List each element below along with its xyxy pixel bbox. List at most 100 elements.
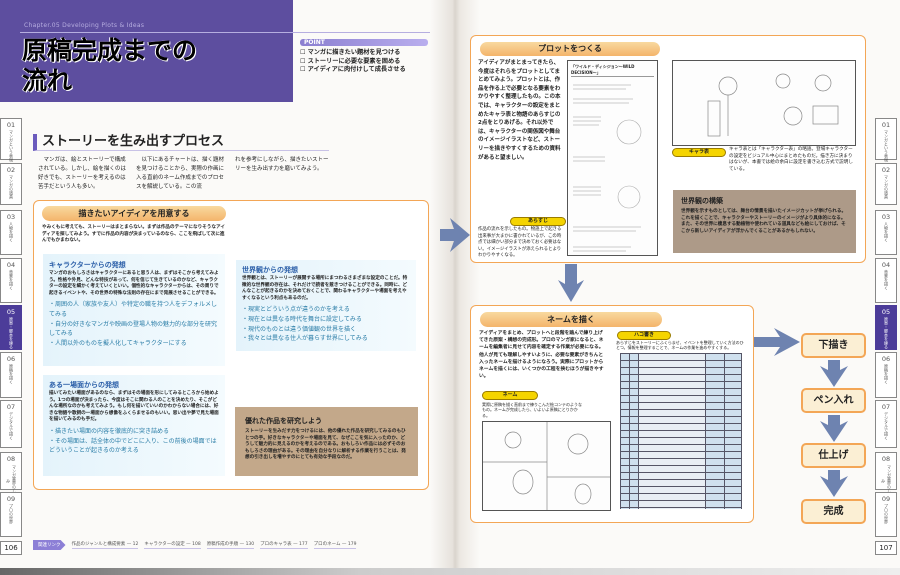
scene-idea-body: 描いてみたい場面があるのなら、まずはその場面を形にしてみるところから始めよう。1… [49,391,219,423]
page-title: 原稿完成までの流れ [22,36,197,96]
hako-table-cell [639,459,705,465]
hako-table-cell [621,508,629,509]
hako-table-cell [725,431,741,437]
hako-table-cell [725,494,741,500]
down-arrow-icon [820,470,848,497]
hako-table-cell [630,459,638,465]
hako-table-cell [706,382,724,388]
hako-table-cell [630,396,638,402]
chapter-tab-number: 02 [6,166,16,174]
hako-table-cell [725,480,741,486]
scene-idea-box: ある一場面からの発想 描いてみたい場面があるのなら、まずはその場面を形にしてみる… [43,375,225,476]
hako-table-cell [621,445,629,451]
hako-caption: あらすじをストーリーにふくらませ、イベントを整理していく方法のひとつ。情報を整理… [616,340,744,351]
hako-table-cell [621,403,629,409]
intro-col-1: マンガは、絵とストーリーで構成されている。しかし、絵を描くのは好きでも、ストーリ… [38,157,126,190]
chapter-tab-number: 04 [881,261,891,269]
hako-table-cell [630,508,638,509]
chapter-header-band: Chapter.05 Developing Plots & Ideas 原稿完成… [0,0,430,102]
related-link[interactable]: キャラクターの設定 — 108 [144,542,201,549]
hako-table-cell [706,501,724,507]
hako-table-cell [621,459,629,465]
plot-document-lines [573,84,642,252]
hako-table-cell [725,368,741,374]
hako-table-image [620,353,742,509]
hako-table-cell [725,487,741,493]
hako-table-cell [706,445,724,451]
hako-table-cell [621,480,629,486]
hako-table-cell [706,410,724,416]
hako-table-cell [630,403,638,409]
hako-table-cell [630,368,638,374]
hako-table-cell [621,473,629,479]
section-heading: ストーリーを生み出すプロセス [33,134,329,151]
hako-table-cell [706,368,724,374]
hako-table-cell [630,473,638,479]
chapter-tab-number: 01 [6,121,16,129]
chapter-tab-number: 06 [881,355,891,363]
chapter-tab-number: 05 [881,308,891,316]
hako-table-cell [621,452,629,458]
synopsis-caption: 作品の流れを示したもの。物語上で起きる出来事が大まかに書かれているが、この時点で… [478,227,562,259]
point-item: ストーリーに必要な要素を固める [300,58,400,65]
hako-table-cell [621,417,629,423]
plot-body: アイディアがまとまってきたら、今度はそれらをプロットとしてまとめてみよう。プロッ… [478,60,561,161]
study-tip-title: 優れた作品を研究しよう [245,417,322,425]
hako-table-cell [725,396,741,402]
hako-table-cell [725,501,741,507]
hako-table-cell [621,368,629,374]
hako-table-cell [630,452,638,458]
hako-table-cell [639,375,705,381]
hako-table-cell [639,389,705,395]
chapter-tab-number: 04 [6,261,16,269]
related-link[interactable]: プロのネーム — 179 [313,542,357,549]
hako-table-cell [706,375,724,381]
chara-sheet-label: キャラ表 [672,148,726,157]
scene-idea-title: ある一場面からの発想 [49,381,119,389]
intro-col-2: 以下にあるチャートは、描く題材を見つけることから、実際の作画に入る直前のネーム作… [136,157,225,190]
hako-table-cell [630,445,638,451]
hako-table-cell [725,466,741,472]
storyboard-sketch [483,422,610,510]
related-links: 関連リンク 作品のジャンルと構成要素 — 12 キャラクターの設定 — 108 … [33,540,357,550]
hako-table-cell [725,438,741,444]
hako-table-cell [621,466,629,472]
related-link[interactable]: 原稿作成の手順 — 130 [206,542,255,549]
flow-step-finishing: 仕上げ [801,443,866,468]
hako-table-cell [706,494,724,500]
hako-table-cell [706,389,724,395]
hako-table-cell [639,382,705,388]
related-link[interactable]: プロのキャラ表 — 177 [260,542,308,549]
name-panel-title: ネームを描く [480,312,662,327]
hako-table-cell [630,382,638,388]
hako-table-cell [621,438,629,444]
hako-table-cell [706,459,724,465]
related-link[interactable]: 作品のジャンルと構成要素 — 12 [71,542,139,549]
title-line-1: 原稿完成までの [22,36,198,65]
chapter-tab-label: デジタルで描く [9,412,14,440]
chapter-tab-label: プロの世界 [9,504,14,524]
study-tip-body: ストーリーを生みだす力をつけるには、他の優れた作品を研究してみるのもひとつの手。… [245,429,406,461]
hako-table-cell [639,494,705,500]
chapter-tab-label: 原案・脚本を練る [884,317,889,349]
page-number-left: 106 [0,541,22,555]
flow-step-complete: 完成 [801,499,866,524]
